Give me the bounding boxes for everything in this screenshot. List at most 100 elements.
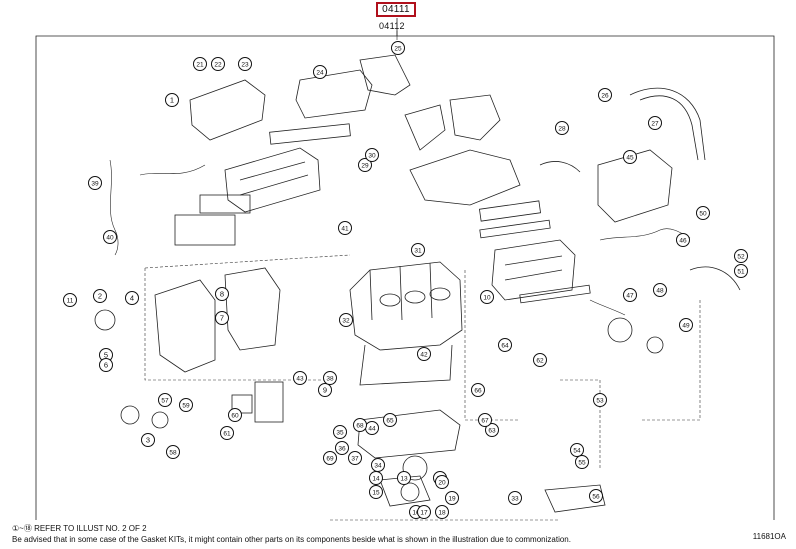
callout-48[interactable]: 48 <box>653 283 667 297</box>
callout-20[interactable]: 20 <box>435 475 449 489</box>
callout-19[interactable]: 19 <box>445 491 459 505</box>
callout-13[interactable]: 13 <box>397 471 411 485</box>
callout-36[interactable]: 36 <box>335 441 349 455</box>
callout-69[interactable]: 69 <box>323 451 337 465</box>
callout-41[interactable]: 41 <box>338 221 352 235</box>
callout-circle <box>383 413 397 427</box>
callout-66[interactable]: 66 <box>471 383 485 397</box>
callout-circle <box>734 264 748 278</box>
callout-23[interactable]: 23 <box>238 57 252 71</box>
callout-circle <box>391 41 405 55</box>
callout-circle <box>293 371 307 385</box>
callout-55[interactable]: 55 <box>575 455 589 469</box>
callout-28[interactable]: 28 <box>555 121 569 135</box>
gasket-kit-code-box[interactable]: 04111 <box>376 2 416 17</box>
callout-number: 58 <box>169 450 177 457</box>
callout-53[interactable]: 53 <box>593 393 607 407</box>
callout-25[interactable]: 25 <box>391 41 405 55</box>
callout-circle <box>679 318 693 332</box>
callout-27[interactable]: 27 <box>648 116 662 130</box>
callout-29[interactable]: 29 <box>358 158 372 172</box>
callout-4[interactable]: 4 <box>125 291 139 305</box>
callout-67[interactable]: 67 <box>478 413 492 427</box>
callout-56[interactable]: 56 <box>589 489 603 503</box>
callout-43[interactable]: 43 <box>293 371 307 385</box>
callout-18[interactable]: 18 <box>435 505 449 519</box>
callout-number: 41 <box>341 226 349 233</box>
callout-40[interactable]: 40 <box>103 230 117 244</box>
callout-11[interactable]: 11 <box>63 293 77 307</box>
callout-circle <box>333 425 347 439</box>
callout-24[interactable]: 24 <box>313 65 327 79</box>
callout-circle <box>365 148 379 162</box>
callout-number: 51 <box>737 269 745 276</box>
callout-65[interactable]: 65 <box>383 413 397 427</box>
callout-63[interactable]: 63 <box>485 423 499 437</box>
callout-circle <box>313 65 327 79</box>
callout-1[interactable]: 1 <box>165 93 179 107</box>
callout-17[interactable]: 17 <box>417 505 431 519</box>
callout-number: 4 <box>130 294 134 303</box>
callout-number: 8 <box>220 290 224 299</box>
callout-47[interactable]: 47 <box>623 288 637 302</box>
callout-circle <box>323 371 337 385</box>
callout-number: 5 <box>104 351 108 360</box>
callout-31[interactable]: 31 <box>411 243 425 257</box>
callout-34[interactable]: 34 <box>371 458 385 472</box>
callout-62[interactable]: 62 <box>533 353 547 367</box>
callout-58[interactable]: 58 <box>166 445 180 459</box>
callout-51[interactable]: 51 <box>734 264 748 278</box>
callout-9[interactable]: 9 <box>318 383 332 397</box>
callout-54[interactable]: 54 <box>570 443 584 457</box>
callout-33[interactable]: 33 <box>508 491 522 505</box>
callout-26[interactable]: 26 <box>598 88 612 102</box>
callout-52[interactable]: 52 <box>734 249 748 263</box>
callout-number: 68 <box>356 423 364 430</box>
callout-number: 16 <box>412 510 420 517</box>
callout-3[interactable]: 3 <box>141 433 155 447</box>
callout-circle <box>158 393 172 407</box>
callout-circle <box>485 423 499 437</box>
callout-59[interactable]: 59 <box>179 398 193 412</box>
callout-68[interactable]: 68 <box>353 418 367 432</box>
callout-46[interactable]: 46 <box>676 233 690 247</box>
callout-circle <box>215 287 229 301</box>
callout-39[interactable]: 39 <box>88 176 102 190</box>
callout-50[interactable]: 50 <box>696 206 710 220</box>
callout-10[interactable]: 10 <box>480 290 494 304</box>
callout-15[interactable]: 15 <box>369 485 383 499</box>
callout-number: 56 <box>592 494 600 501</box>
callout-37[interactable]: 37 <box>348 451 362 465</box>
callout-circle <box>696 206 710 220</box>
callout-8[interactable]: 8 <box>215 287 229 301</box>
callout-circle <box>734 249 748 263</box>
callout-number: 66 <box>474 388 482 395</box>
callout-number: 1 <box>170 96 174 105</box>
callout-number: 36 <box>338 446 346 453</box>
callout-number: 61 <box>223 431 231 438</box>
callout-number: 15 <box>372 490 380 497</box>
callout-14[interactable]: 14 <box>369 471 383 485</box>
callout-number: 63 <box>488 428 496 435</box>
callout-30[interactable]: 30 <box>365 148 379 162</box>
callout-61[interactable]: 61 <box>220 426 234 440</box>
callout-64[interactable]: 64 <box>498 338 512 352</box>
callout-38[interactable]: 38 <box>323 371 337 385</box>
callout-35[interactable]: 35 <box>333 425 347 439</box>
callout-45[interactable]: 45 <box>623 150 637 164</box>
sub-kit-code: 04112 <box>379 21 405 31</box>
callout-2[interactable]: 2 <box>93 289 107 303</box>
callout-60[interactable]: 60 <box>228 408 242 422</box>
callout-57[interactable]: 57 <box>158 393 172 407</box>
callout-42[interactable]: 42 <box>417 347 431 361</box>
callout-22[interactable]: 22 <box>211 57 225 71</box>
callout-circle <box>318 383 332 397</box>
callout-circle <box>99 358 113 372</box>
callout-44[interactable]: 44 <box>365 421 379 435</box>
callout-circle <box>103 230 117 244</box>
callout-32[interactable]: 32 <box>339 313 353 327</box>
callout-7[interactable]: 7 <box>215 311 229 325</box>
callout-21[interactable]: 21 <box>193 57 207 71</box>
callout-6[interactable]: 6 <box>99 358 113 372</box>
callout-49[interactable]: 49 <box>679 318 693 332</box>
